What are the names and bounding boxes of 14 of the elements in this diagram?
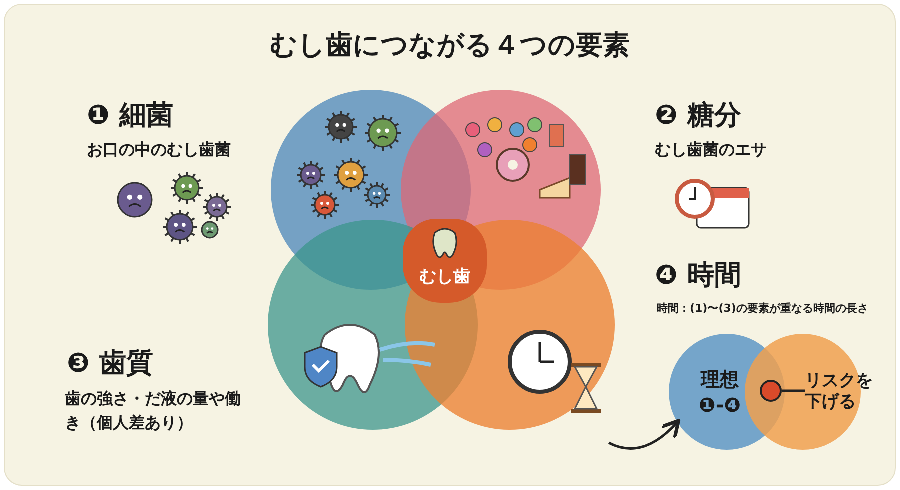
circle-label: 理想 (701, 368, 739, 393)
curved-arrow (608, 419, 680, 450)
heading: ❸ 歯質 (67, 347, 154, 381)
description: お口の中のむし歯菌 (87, 140, 231, 161)
description: 歯の強さ・だ液の量や働き（個人差あり） (65, 388, 241, 434)
description: むし歯菌のエサ (655, 140, 767, 161)
number-range: ❶-❹ (698, 393, 742, 417)
note: 時間：(1)〜(3)の要素が重なる時間の長さ (657, 301, 868, 316)
center-label: むし歯 (420, 266, 470, 288)
heading: ❶ 細菌 (87, 99, 174, 133)
leader-line (782, 390, 805, 392)
heading: ❷ 糖分 (655, 99, 742, 133)
heading: ❹ 時間 (655, 259, 742, 293)
title: むし歯につながる４つの要素 (269, 29, 631, 63)
